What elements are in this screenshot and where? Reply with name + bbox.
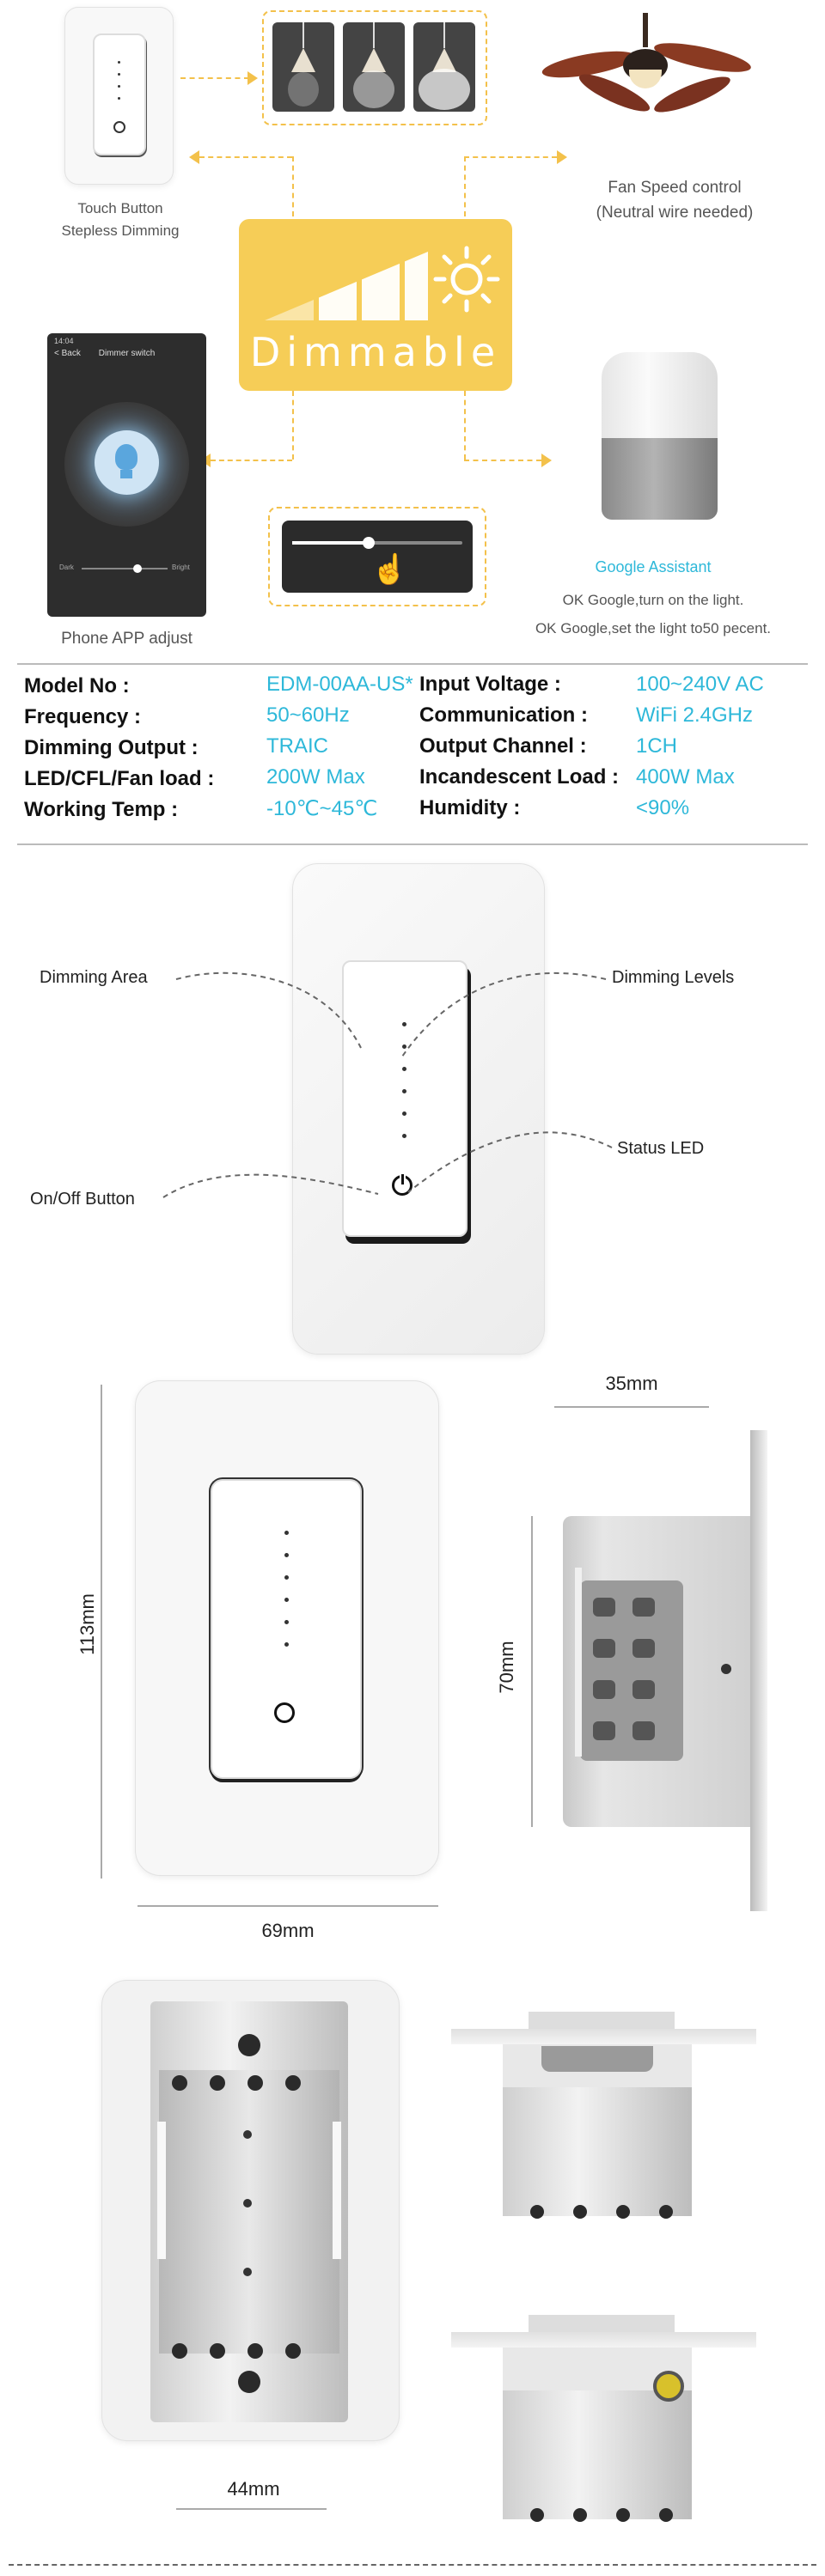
callout-dimming-levels: Dimming Levels: [612, 968, 735, 987]
brightness-slider[interactable]: [292, 537, 462, 549]
back-metal-strap: [150, 2001, 348, 2422]
bottom-divider: [9, 2564, 816, 2566]
power-icon-dimension: [274, 1702, 295, 1723]
spec-value: 200W Max: [266, 765, 365, 789]
ground-terminal-icon: [653, 2371, 684, 2402]
spec-label: Input Voltage :: [419, 673, 561, 696]
switch-rocker-dimension: [211, 1479, 362, 1779]
google-line-2: OK Google,set the light to50 pecent.: [535, 620, 772, 637]
spec-value: TRAIC: [266, 734, 328, 758]
spec-value: 50~60Hz: [266, 703, 350, 727]
spec-value: WiFi 2.4GHz: [636, 703, 754, 727]
touch-caption-1: Touch Button: [77, 200, 163, 216]
phone-slider[interactable]: [82, 564, 168, 573]
spec-value: 1CH: [636, 734, 678, 758]
lamps-box: [262, 10, 487, 125]
spec-value: 400W Max: [636, 765, 735, 789]
google-assistant-title: Google Assistant: [595, 558, 712, 575]
phone-app-screen: 14:04 < Back Dimmer switch Dark Bright: [47, 333, 206, 617]
spec-value: <90%: [636, 796, 690, 819]
back-width-dimension: 44mm: [227, 2478, 280, 2500]
switch-side-view: [563, 1430, 767, 1911]
phone-back-link[interactable]: < Back: [54, 349, 81, 358]
spec-label: LED/CFL/Fan load :: [24, 767, 215, 790]
google-home-image: [602, 352, 718, 524]
phone-time: 14:04: [54, 337, 74, 345]
slider-box: ☝: [268, 507, 486, 606]
depth-dimension: 35mm: [605, 1373, 658, 1394]
spec-label: Dimming Output :: [24, 736, 199, 759]
touch-caption-2: Stepless Dimming: [61, 222, 180, 239]
lamp-dim-1: [272, 22, 334, 112]
power-icon: [113, 121, 125, 133]
ceiling-fan-image: [524, 13, 765, 142]
spec-label: Incandescent Load :: [419, 765, 620, 789]
switch-top-view: [451, 2012, 756, 2231]
switch-rocker-callout: [342, 960, 468, 1237]
dimmable-badge: Dimmable: [239, 219, 512, 391]
spec-label: Working Temp :: [24, 798, 179, 821]
callout-status-led: Status LED: [617, 1139, 705, 1158]
slider-thumb[interactable]: [363, 537, 375, 549]
spec-label: Output Channel :: [419, 734, 587, 758]
spec-label: Model No :: [24, 674, 130, 697]
height-dimension: 113mm: [76, 1593, 98, 1655]
spec-value: EDM-00AA-US*: [266, 673, 413, 696]
dimmable-label: Dimmable: [249, 329, 502, 375]
phone-dark-label: Dark: [59, 563, 74, 571]
callout-onoff-button: On/Off Button: [30, 1190, 135, 1209]
width-dimension: 69mm: [261, 1920, 315, 1941]
phone-title: Dimmer switch: [98, 349, 156, 358]
hand-pointer-icon: ☝: [371, 553, 408, 586]
switch-bottom-view: [451, 2315, 756, 2543]
google-line-1: OK Google,turn on the light.: [562, 592, 744, 608]
spec-label: Humidity :: [419, 796, 521, 819]
body-height-dimension: 70mm: [496, 1641, 517, 1694]
fan-caption-2: (Neutral wire needed): [596, 203, 754, 222]
spec-value: 100~240V AC: [636, 673, 764, 696]
spec-label: Frequency :: [24, 705, 142, 728]
callout-leaders: [162, 971, 613, 1198]
bulb-icon[interactable]: [95, 430, 159, 495]
spec-label: Communication :: [419, 703, 588, 727]
brightness-bars-icon: [265, 252, 428, 320]
slider-panel: ☝: [282, 521, 473, 593]
spec-value: -10℃~45℃: [266, 797, 378, 820]
power-button-icon[interactable]: [392, 1172, 412, 1196]
lamp-dim-2: [343, 22, 405, 112]
callout-dimming-area: Dimming Area: [40, 968, 148, 987]
lamp-dim-3: [413, 22, 475, 112]
phone-bright-label: Bright: [172, 563, 190, 571]
sun-icon: [433, 246, 500, 313]
fan-caption-1: Fan Speed control: [608, 179, 742, 197]
touch-switch-image: [64, 7, 174, 185]
phone-caption: Phone APP adjust: [61, 630, 192, 648]
